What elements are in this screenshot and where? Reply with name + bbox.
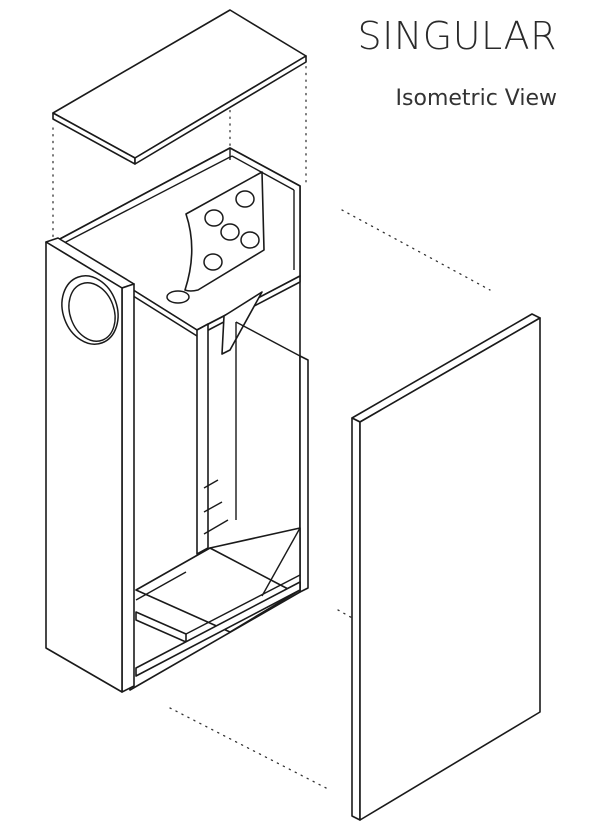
top-lid-panel [52,9,307,165]
port-hole-icon [203,253,223,271]
port-hole-icon [235,190,255,208]
port-hole-icon [240,231,260,249]
bottom-shelves [135,527,301,677]
side-panel [351,313,541,821]
internal-divider [196,291,301,555]
drawing-title: SINGULAR [357,14,557,58]
front-baffle [45,237,135,693]
driver-cutout-icon [61,275,119,345]
floor-port-icon [166,290,190,304]
port-hole-icon [220,223,240,241]
port-hole-icon [204,209,224,227]
drawing-subtitle: Isometric View [395,86,557,111]
right-inner-wall [235,322,309,593]
port-baffle [166,171,265,304]
